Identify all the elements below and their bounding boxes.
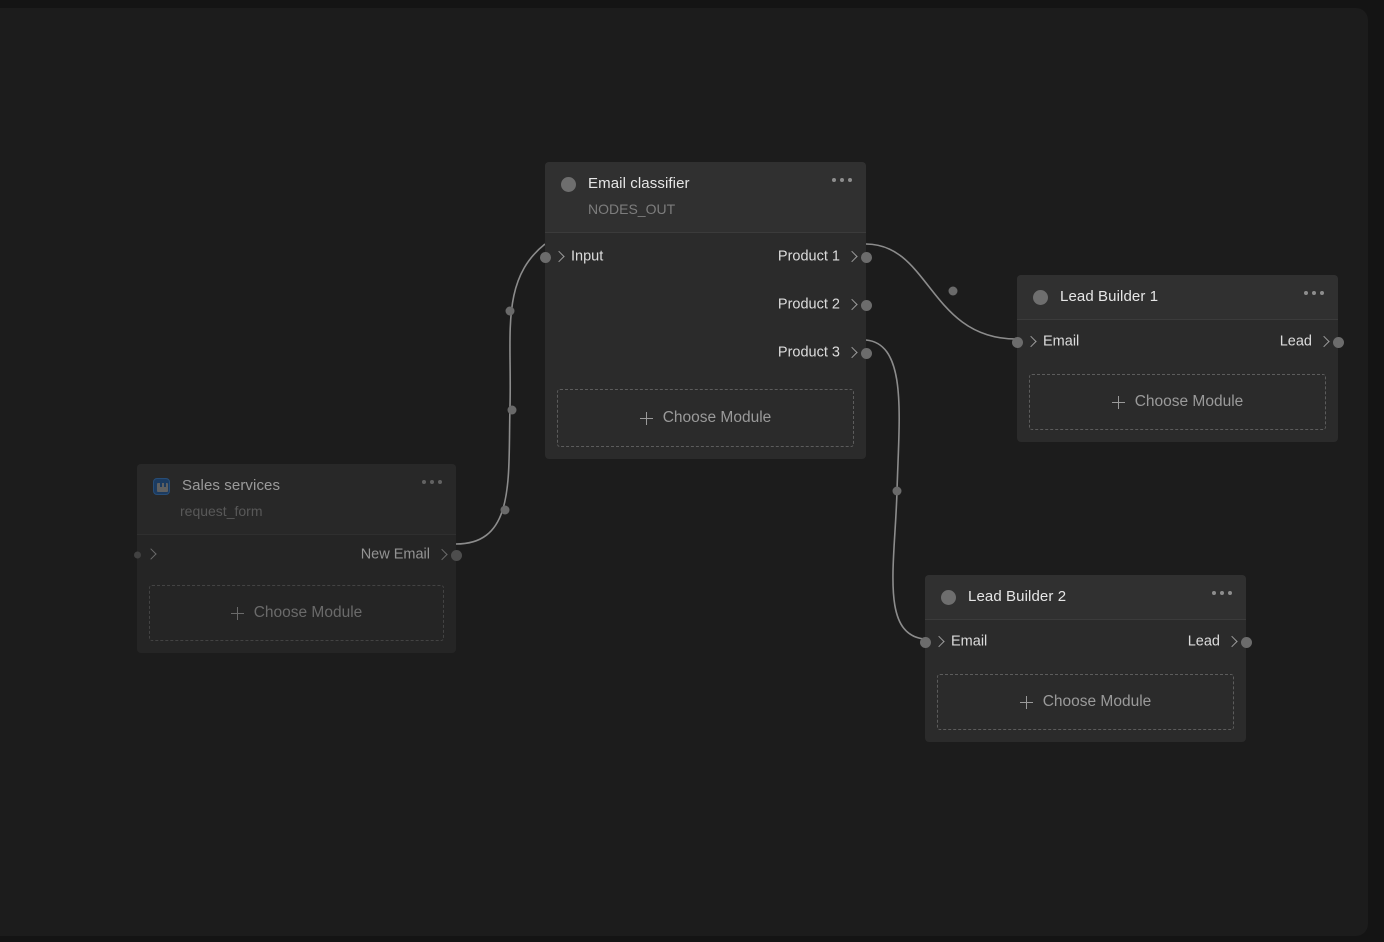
port-knob-icon[interactable] — [919, 636, 931, 648]
node-lead-builder-2[interactable]: Lead Builder 2 Email — [919, 575, 1252, 742]
output-port-product-2[interactable]: Product 2 — [777, 296, 872, 314]
node-header[interactable]: Email classifier NODES_OUT — [545, 162, 866, 232]
nodes-layer: Sales services request_form — [0, 8, 1368, 936]
plus-icon — [639, 411, 653, 425]
choose-module-label: Choose Module — [662, 409, 772, 426]
output-port-label: Product 3 — [777, 344, 840, 361]
app-icon-blue-icon — [153, 477, 170, 495]
input-port-email[interactable]: Email — [1011, 333, 1080, 351]
chevron-right-icon — [1226, 636, 1238, 648]
divider — [925, 619, 1246, 620]
port-knob-icon[interactable] — [1011, 336, 1023, 348]
port-knob-icon[interactable] — [860, 299, 872, 311]
choose-module-label: Choose Module — [1134, 393, 1244, 410]
plus-icon — [1111, 395, 1125, 409]
port-row: Product 2 — [545, 281, 872, 329]
node-sales-services[interactable]: Sales services request_form — [133, 464, 462, 653]
choose-module-button[interactable]: Choose Module — [557, 389, 854, 447]
node-header[interactable]: Lead Builder 1 — [1017, 275, 1338, 319]
divider — [545, 232, 866, 233]
input-port-label: Input — [571, 248, 604, 265]
output-port-label: Lead — [1279, 333, 1312, 350]
port-row: New Email — [133, 535, 462, 575]
output-port-label: New Email — [360, 546, 430, 563]
port-knob-icon[interactable] — [860, 347, 872, 359]
node-title: Email classifier — [588, 175, 690, 192]
more-horizontal-icon[interactable] — [832, 178, 852, 182]
port-row: Input Product 1 — [539, 233, 872, 281]
output-port-label: Lead — [1187, 633, 1220, 650]
chevron-right-icon — [846, 347, 858, 359]
output-port-lead[interactable]: Lead — [1187, 633, 1252, 651]
chevron-right-icon — [846, 251, 858, 263]
flow-canvas[interactable]: Sales services request_form — [0, 8, 1368, 936]
output-port-lead[interactable]: Lead — [1279, 333, 1344, 351]
node-body: Email Lead Choose Module — [1011, 320, 1344, 430]
node-title: Lead Builder 1 — [1060, 288, 1159, 305]
choose-module-label: Choose Module — [1042, 693, 1152, 710]
choose-module-button[interactable]: Choose Module — [1029, 374, 1326, 430]
status-dot-icon — [941, 589, 956, 605]
node-subtitle: NODES_OUT — [588, 201, 676, 217]
node-title: Lead Builder 2 — [968, 588, 1067, 605]
port-knob-icon[interactable] — [860, 251, 872, 263]
node-header[interactable]: Lead Builder 2 — [925, 575, 1246, 619]
status-dot-icon — [561, 176, 576, 192]
plus-icon — [1019, 695, 1033, 709]
input-port-email[interactable]: Email — [919, 633, 988, 651]
input-port-label: Email — [1043, 333, 1080, 350]
divider — [137, 534, 456, 535]
output-port-product-1[interactable]: Product 1 — [777, 248, 872, 266]
port-knob-icon[interactable] — [539, 251, 551, 263]
node-email-classifier[interactable]: Email classifier NODES_OUT Input — [539, 162, 872, 459]
chevron-right-icon — [933, 636, 945, 648]
node-body: New Email Choose Module — [133, 535, 462, 641]
port-row: Email Lead — [1011, 320, 1344, 364]
output-port-label: Product 2 — [777, 296, 840, 313]
chevron-right-icon — [553, 251, 565, 263]
node-subtitle: request_form — [180, 503, 263, 519]
chevron-right-icon — [846, 299, 858, 311]
chevron-right-icon — [1025, 336, 1037, 348]
output-port-product-3[interactable]: Product 3 — [777, 344, 872, 362]
divider — [1017, 319, 1338, 320]
port-knob-icon[interactable] — [1240, 636, 1252, 648]
port-row: Product 3 — [545, 329, 872, 377]
node-body: Input Product 1 Product 2 — [539, 233, 872, 447]
chevron-right-icon — [1318, 336, 1330, 348]
more-horizontal-icon[interactable] — [1212, 591, 1232, 595]
node-title: Sales services — [182, 477, 281, 494]
port-knob-icon[interactable] — [1332, 336, 1344, 348]
output-port-new-email[interactable]: New Email — [360, 546, 462, 564]
chevron-right-icon — [436, 549, 448, 561]
choose-module-button[interactable]: Choose Module — [149, 585, 444, 641]
plus-icon — [230, 606, 244, 620]
more-horizontal-icon[interactable] — [1304, 291, 1324, 295]
node-header[interactable]: Sales services request_form — [137, 464, 456, 534]
more-horizontal-icon[interactable] — [422, 480, 442, 484]
output-port-label: Product 1 — [777, 248, 840, 265]
input-port-input[interactable]: Input — [539, 248, 604, 266]
port-row: Email Lead — [919, 620, 1252, 664]
node-body: Email Lead Choose Module — [919, 620, 1252, 730]
port-knob-icon[interactable] — [133, 551, 141, 559]
chevron-right-icon — [145, 549, 157, 561]
choose-module-label: Choose Module — [253, 604, 363, 621]
port-knob-icon[interactable] — [450, 549, 462, 561]
choose-module-button[interactable]: Choose Module — [937, 674, 1234, 730]
input-port-label: Email — [951, 633, 988, 650]
status-dot-icon — [1033, 289, 1048, 305]
input-port-unnamed[interactable] — [133, 549, 163, 561]
node-lead-builder-1[interactable]: Lead Builder 1 Email — [1011, 275, 1344, 442]
